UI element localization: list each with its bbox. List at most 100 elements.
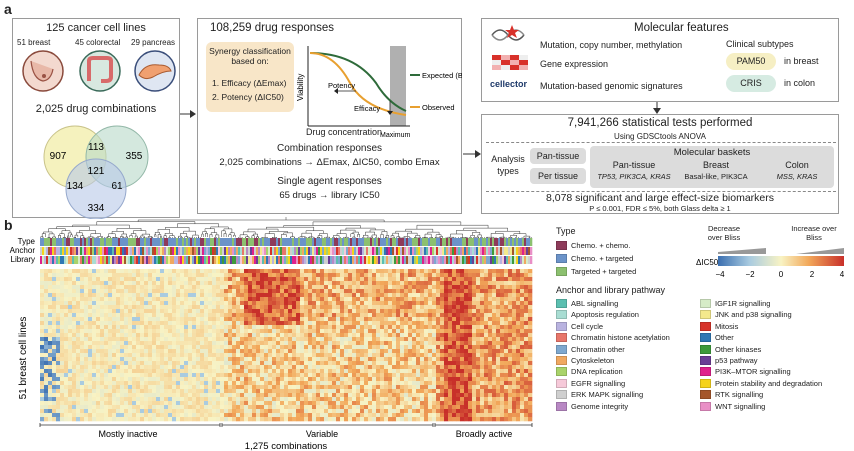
heatmap-cell bbox=[348, 281, 353, 286]
heatmap-cell bbox=[216, 301, 221, 306]
heatmap-cell bbox=[80, 269, 85, 274]
heatmap-cell bbox=[340, 413, 345, 418]
heatmap-cell bbox=[316, 373, 321, 378]
heatmap-cell bbox=[328, 385, 333, 390]
heatmap-cell bbox=[344, 277, 349, 282]
heatmap-cell bbox=[340, 289, 345, 294]
anchor-track-cell bbox=[482, 247, 485, 255]
heatmap-cell bbox=[84, 293, 89, 298]
library-track-cell bbox=[116, 256, 119, 264]
heatmap-cell bbox=[84, 393, 89, 398]
heatmap-cell bbox=[108, 293, 113, 298]
heatmap-cell bbox=[180, 289, 185, 294]
library-track-cell bbox=[312, 256, 315, 264]
heatmap-cell bbox=[116, 341, 121, 346]
heatmap-cell bbox=[52, 409, 57, 414]
heatmap-cell bbox=[332, 353, 337, 358]
heatmap-cell bbox=[48, 361, 53, 366]
heatmap-cell bbox=[152, 277, 157, 282]
heatmap-cell bbox=[44, 413, 49, 418]
heatmap-cell bbox=[64, 393, 69, 398]
heatmap-cell bbox=[236, 361, 241, 366]
type-track-cell bbox=[208, 238, 211, 246]
heatmap-cell bbox=[64, 317, 69, 322]
heatmap-cell bbox=[276, 317, 281, 322]
heatmap-cell bbox=[192, 389, 197, 394]
heatmap-cell bbox=[160, 317, 165, 322]
heatmap-cell bbox=[204, 333, 209, 338]
heatmap-cell bbox=[168, 341, 173, 346]
type-track-cell bbox=[146, 238, 149, 246]
heatmap-cell bbox=[236, 277, 241, 282]
heatmap-cell bbox=[280, 289, 285, 294]
heatmap-cell bbox=[300, 297, 305, 302]
heatmap-cell bbox=[348, 409, 353, 414]
heatmap-cell bbox=[60, 313, 65, 318]
heatmap-cell bbox=[92, 305, 97, 310]
heatmap-cell bbox=[252, 413, 257, 418]
library-track-cell bbox=[110, 256, 113, 264]
library-track-cell bbox=[266, 256, 269, 264]
heatmap-cell bbox=[220, 321, 225, 326]
heatmap-cell bbox=[228, 333, 233, 338]
heatmap-cell bbox=[356, 325, 361, 330]
type-track-cell bbox=[44, 238, 47, 246]
heatmap-cell bbox=[376, 297, 381, 302]
heatmap-cell bbox=[60, 373, 65, 378]
heatmap-cell bbox=[240, 333, 245, 338]
heatmap-cell bbox=[348, 405, 353, 410]
heatmap-cell bbox=[320, 333, 325, 338]
heatmap-cell bbox=[264, 413, 269, 418]
heatmap-cell bbox=[60, 309, 65, 314]
type-track-cell bbox=[320, 238, 323, 246]
heatmap-cell bbox=[252, 285, 257, 290]
heatmap-cell bbox=[208, 269, 213, 274]
library-track-cell bbox=[270, 256, 273, 264]
type-track-cell bbox=[56, 238, 59, 246]
heatmap-cell bbox=[308, 301, 313, 306]
library-track-cell bbox=[502, 256, 505, 264]
heatmap-cell bbox=[228, 349, 233, 354]
heatmap-cell bbox=[316, 285, 321, 290]
anchor-track-cell bbox=[242, 247, 245, 255]
type-track-cell bbox=[512, 238, 515, 246]
heatmap-cell bbox=[200, 405, 205, 410]
heatmap-cell bbox=[368, 409, 373, 414]
anchor-track-cell bbox=[350, 247, 353, 255]
heatmap-cell bbox=[232, 381, 237, 386]
heatmap-cell bbox=[308, 401, 313, 406]
heatmap-cell bbox=[232, 397, 237, 402]
heatmap-cell bbox=[192, 297, 197, 302]
heatmap-cell bbox=[356, 309, 361, 314]
heatmap-cell bbox=[148, 361, 153, 366]
heatmap-cell bbox=[296, 337, 301, 342]
heatmap-cell bbox=[348, 389, 353, 394]
heatmap-cell bbox=[148, 417, 153, 422]
heatmap-cell bbox=[184, 345, 189, 350]
heatmap-cell bbox=[112, 373, 117, 378]
heatmap-cell bbox=[368, 345, 373, 350]
heatmap-cell bbox=[176, 289, 181, 294]
heatmap-cell bbox=[332, 377, 337, 382]
heatmap-cell bbox=[248, 301, 253, 306]
heatmap-cell bbox=[376, 293, 381, 298]
heatmap-cell bbox=[284, 305, 289, 310]
anchor-track-cell bbox=[510, 247, 513, 255]
heatmap-cell bbox=[80, 361, 85, 366]
type-track-cell bbox=[150, 238, 153, 246]
heatmap-cell bbox=[228, 365, 233, 370]
heatmap-cell bbox=[368, 309, 373, 314]
heatmap-cell bbox=[368, 377, 373, 382]
library-track-cell bbox=[304, 256, 307, 264]
heatmap-cell bbox=[164, 365, 169, 370]
heatmap-cell bbox=[352, 389, 357, 394]
heatmap-cell bbox=[72, 321, 77, 326]
heatmap-cell bbox=[320, 317, 325, 322]
heatmap-cell bbox=[232, 361, 237, 366]
heatmap-cell bbox=[344, 353, 349, 358]
heatmap-cell bbox=[332, 345, 337, 350]
heatmap-cell bbox=[168, 297, 173, 302]
heatmap-cell bbox=[124, 269, 129, 274]
library-track-cell bbox=[188, 256, 191, 264]
anchor-track-cell bbox=[238, 247, 241, 255]
